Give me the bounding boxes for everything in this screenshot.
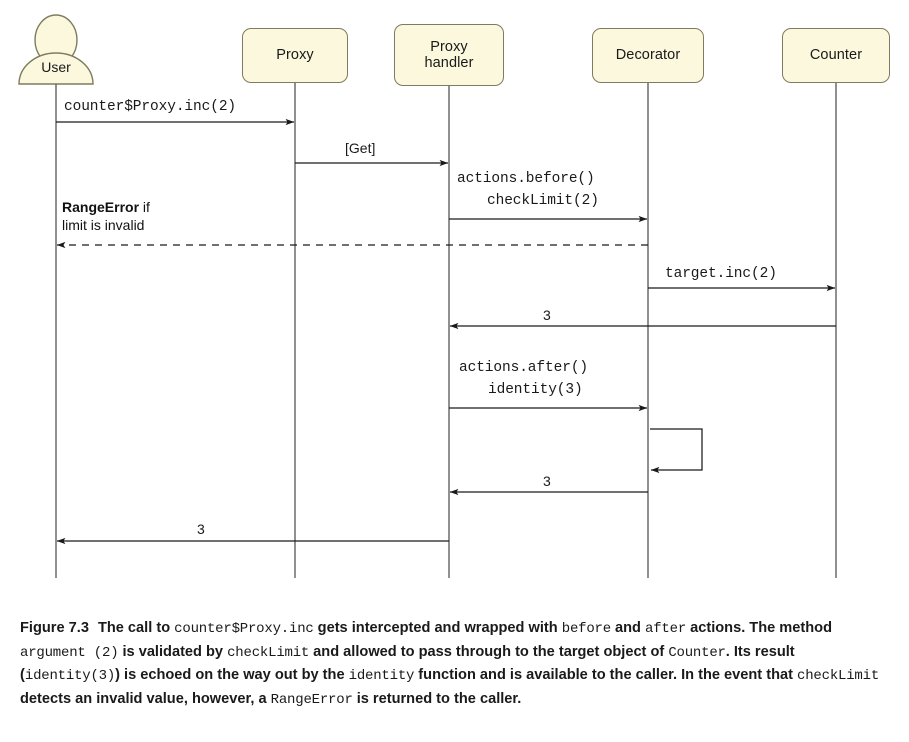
participant-box-proxy[interactable]: Proxy — [242, 28, 348, 83]
caption-code-span: counter$Proxy.inc — [174, 621, 314, 637]
caption-text-span: actions. The method — [686, 620, 832, 636]
message-label-get: [Get] — [345, 140, 376, 156]
message-label-identity: identity(3) — [488, 382, 583, 398]
participant-label-proxy: Proxy — [276, 47, 314, 64]
participant-box-counter[interactable]: Counter — [782, 28, 890, 83]
diagram-vector-layer — [18, 14, 837, 578]
message-label-return-3-user: 3 — [197, 521, 205, 537]
caption-code-span: identity(3) — [24, 668, 116, 685]
caption-code-span: RangeError — [270, 691, 353, 708]
caption-text-span: . Its result ( — [20, 643, 795, 684]
note-rangeerror: RangeError if limit is invalid — [62, 198, 150, 234]
figure-number: Figure 7.3 — [20, 620, 89, 636]
caption-code-span: argument (2) — [20, 644, 119, 661]
note-rangeerror-rest: if — [139, 199, 150, 215]
figure-caption-body: The call to counter$Proxy.inc gets inter… — [20, 620, 880, 708]
note-rangeerror-term: RangeError — [62, 199, 140, 215]
message-label-counter-proxy-inc: counter$Proxy.inc(2) — [64, 99, 237, 115]
lifelines — [55, 83, 837, 578]
participant-label-decorator: Decorator — [615, 47, 681, 64]
caption-text-span: detects an invalid value, however, a — [20, 690, 271, 707]
participant-box-decorator[interactable]: Decorator — [592, 28, 704, 83]
caption-text-span: function and is available to the caller.… — [414, 667, 798, 684]
caption-code-span: Counter — [668, 644, 726, 661]
caption-code-span: identity — [348, 668, 415, 685]
caption-code-span: before — [561, 621, 611, 637]
message-label-return-3-counter: 3 — [543, 307, 551, 323]
caption-text-span: The call to — [97, 620, 175, 636]
caption-text-span: is returned to the caller. — [352, 690, 522, 707]
caption-text-span: gets intercepted and wrapped with — [313, 620, 562, 636]
note-rangeerror-line2: limit is invalid — [62, 217, 145, 233]
message-label-actions-after: actions.after() — [459, 360, 589, 376]
self-call-decorator — [650, 428, 703, 474]
message-label-target-inc: target.inc(2) — [665, 266, 777, 282]
message-label-check-limit: checkLimit(2) — [487, 193, 599, 209]
sequence-diagram: User Proxy Proxy handler Decorator Count… — [18, 14, 890, 578]
message-label-actions-before: actions.before() — [457, 171, 595, 187]
caption-text-span: and allowed to pass through to the targe… — [309, 643, 669, 660]
caption-code-span: after — [645, 621, 687, 637]
caption-code-span: checkLimit — [227, 644, 310, 661]
caption-text-span: and — [610, 620, 646, 636]
message-label-return-3-decorator: 3 — [543, 473, 551, 489]
caption-code-span: checkLimit — [797, 668, 880, 685]
caption-text-span: ) is echoed on the way out by the — [115, 667, 349, 684]
caption-text-span: is validated by — [118, 643, 228, 660]
participant-label-proxy-handler: Proxy handler — [424, 38, 474, 72]
note-rangeerror-line1: RangeError if — [62, 198, 150, 216]
participant-label-counter: Counter — [809, 47, 863, 64]
actor-user-icon — [18, 14, 94, 85]
participant-box-proxy-handler[interactable]: Proxy handler — [394, 24, 504, 86]
